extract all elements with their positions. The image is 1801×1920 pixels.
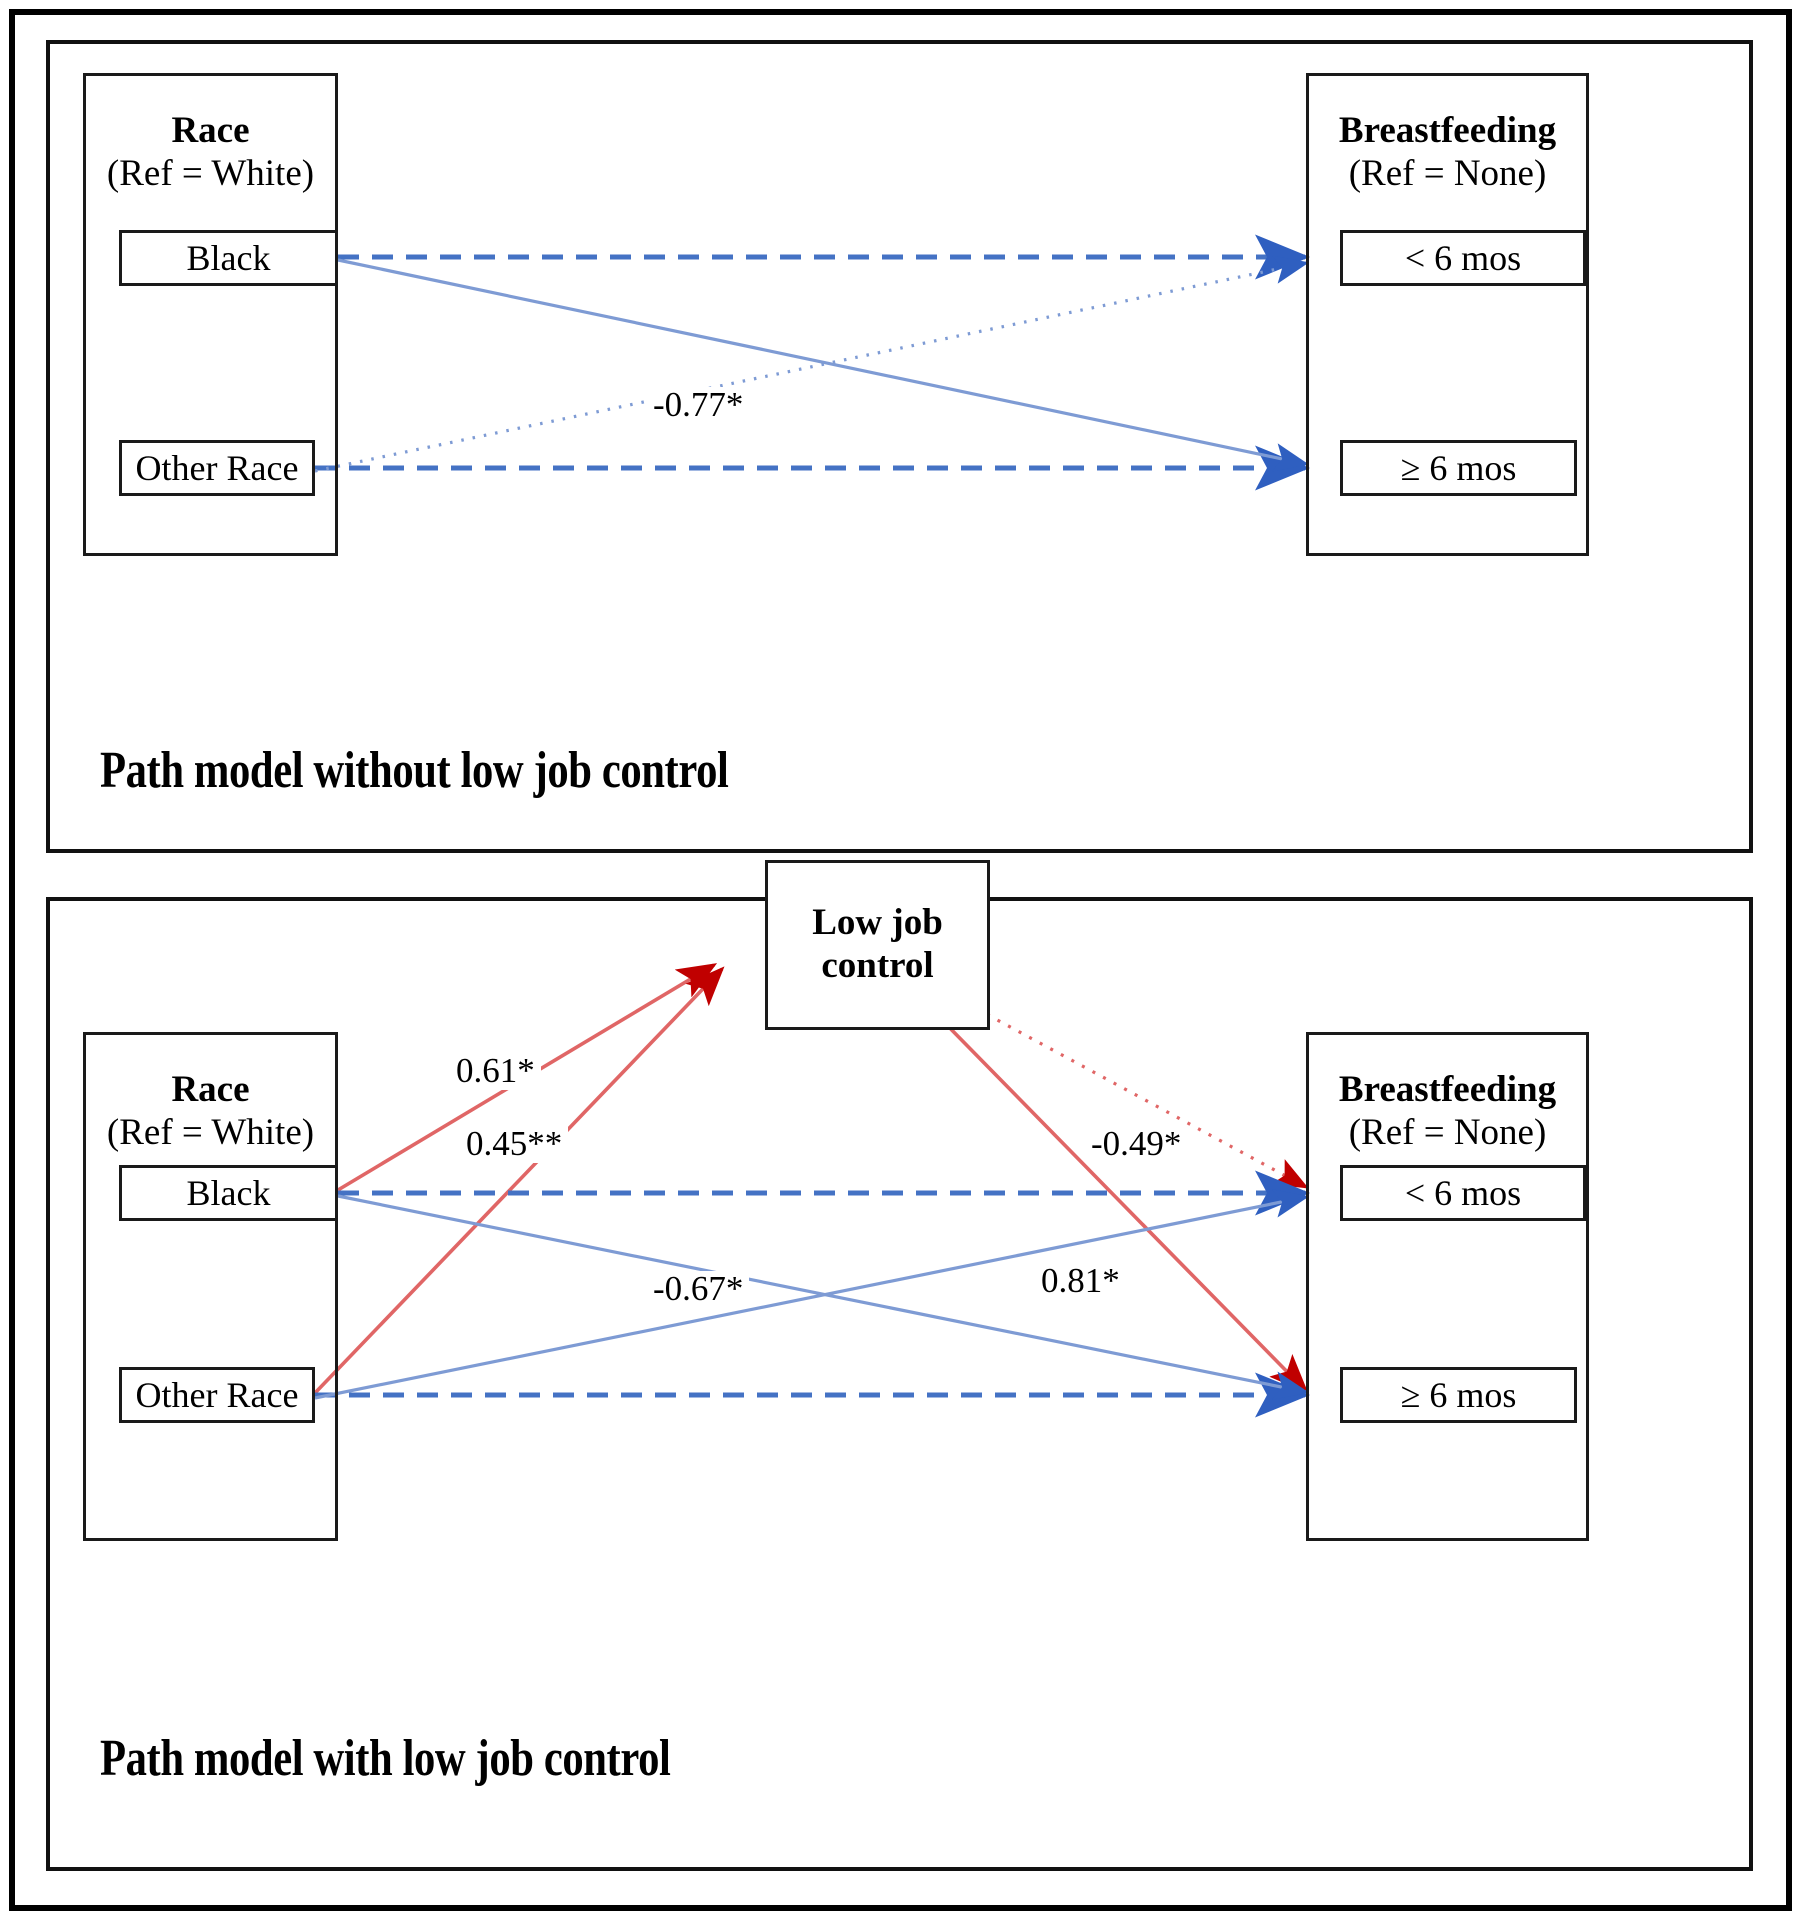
caption-panel-bottom: Path model with low job control xyxy=(100,1730,671,1787)
mediator-line-1: Low job xyxy=(812,902,943,944)
node-black-bottom[interactable]: Black xyxy=(119,1165,338,1221)
edge-other-to-lt6 xyxy=(314,255,1310,473)
panel-without-low-job-control: Race (Ref = White) Black Other Race Brea… xyxy=(46,40,1753,853)
node-low-job-control[interactable]: Low job control xyxy=(765,860,990,1030)
node-black-top[interactable]: Black xyxy=(119,230,338,286)
node-lt6mos-bottom[interactable]: < 6 mos xyxy=(1340,1165,1586,1221)
coef-black-to-mediator: 0.61* xyxy=(450,1052,541,1090)
node-lt6mos-top[interactable]: < 6 mos xyxy=(1340,230,1586,286)
coef-black-to-ge6-bottom: -0.67* xyxy=(647,1270,750,1308)
mediator-line-2: control xyxy=(821,945,934,986)
node-other-race-top[interactable]: Other Race xyxy=(119,440,315,496)
panel-with-low-job-control: Low job control Race (Ref = White) Black… xyxy=(46,860,1753,1871)
edge-other-to-lt6-b xyxy=(314,1189,1310,1400)
node-ge6mos-top[interactable]: ≥ 6 mos xyxy=(1340,440,1577,496)
edge-other-to-mediator xyxy=(313,966,725,1395)
node-other-race-bottom[interactable]: Other Race xyxy=(119,1367,315,1423)
coef-mediator-to-ge6: -0.49* xyxy=(1085,1125,1188,1163)
coef-other-to-mediator: 0.45** xyxy=(460,1125,569,1163)
group-box-breastfeeding-top xyxy=(1306,73,1589,556)
group-box-race-bottom xyxy=(83,1032,338,1541)
edge-black-to-ge6-b xyxy=(337,1194,1310,1400)
coef-black-to-ge6-top: -0.77* xyxy=(647,386,750,424)
coef-other-to-lt6-bottom: 0.81* xyxy=(1035,1262,1126,1300)
group-box-breastfeeding-bottom xyxy=(1306,1032,1589,1541)
node-ge6mos-bottom[interactable]: ≥ 6 mos xyxy=(1340,1367,1577,1423)
edge-black-to-ge6 xyxy=(337,258,1310,472)
caption-panel-top: Path model without low job control xyxy=(100,742,729,799)
